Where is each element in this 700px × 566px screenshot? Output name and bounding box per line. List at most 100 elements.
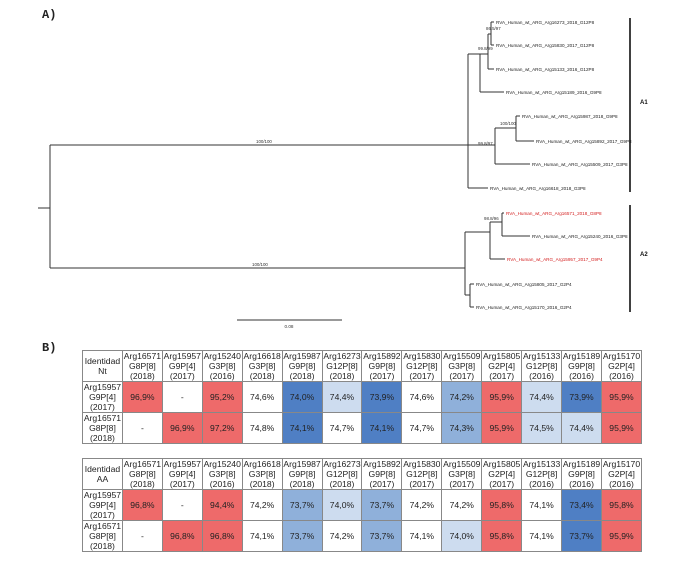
tree-leaf-label: RVA_Human_wt_ARG_Arg15240_2016_G3P8 [532, 234, 628, 239]
identity-cell: 74,7% [321, 412, 363, 444]
cell-line: G8P[8] [129, 361, 156, 371]
identity-cell: - [161, 489, 203, 521]
identity-cell: 96,9% [121, 381, 163, 413]
cell-line: Arg15830 [403, 351, 441, 362]
identity-cell: 74,0% [321, 489, 363, 521]
cell-line: (2018) [249, 479, 275, 489]
support-value-s1: 86.5/97 [486, 26, 501, 31]
cell-line: Arg15957 [163, 459, 201, 470]
cell-line: Arg16571 [83, 413, 122, 424]
cell-line: (2018) [289, 479, 315, 489]
identity-cell: 73,9% [561, 381, 602, 413]
tree-leaf-label: RVA_Human_wt_ARG_Arg15987_2018_G9P8 [522, 114, 618, 119]
cell-line: (2017) [90, 402, 115, 412]
cell-line: G9P[8] [568, 469, 595, 479]
identity-cell: 74,4% [561, 412, 602, 444]
cell-line: (2018) [129, 479, 155, 489]
identity-cell: 95,8% [600, 489, 643, 521]
cell-line: G2P[4] [608, 469, 635, 479]
support-value-s2: 99.8/99 [478, 46, 493, 51]
tree-leaf-label: RVA_Human_wt_ARG_Arg15509_2017_G3P8 [532, 162, 628, 167]
cell-line: (2018) [289, 371, 315, 381]
cell-line: Arg15805 [483, 351, 521, 362]
cell-line: (2017) [90, 510, 115, 520]
identity-cell: 74,4% [321, 381, 363, 413]
identity-cell: 73,7% [361, 489, 403, 521]
cell-line: Arg15240 [203, 351, 241, 362]
panel-a-label: A) [42, 8, 57, 22]
identity-cell: 74,0% [281, 381, 323, 413]
identity-cell: 74,3% [441, 412, 483, 444]
identity-cell: 73,9% [361, 381, 403, 413]
identity-cell: 73,7% [281, 489, 323, 521]
cell-line: Arg16618 [243, 351, 281, 362]
identity-cell: 96,8% [121, 489, 163, 521]
cell-line: G2P[4] [488, 469, 516, 479]
cell-line: G3P[8] [448, 361, 476, 371]
cell-line: Arg15509 [443, 351, 481, 362]
identity-cell: 96,8% [201, 520, 243, 552]
identity-cell: 74,2% [441, 381, 483, 413]
cell-line: Arg15957 [83, 490, 122, 501]
cluster-label-a2: A2 [640, 252, 648, 258]
cell-line: Arg16273 [323, 459, 361, 470]
cell-line: G8P[8] [129, 469, 156, 479]
cell-line: G9P[8] [288, 469, 316, 479]
cell-line: Arg15830 [403, 459, 441, 470]
cell-line: (2016) [569, 479, 594, 489]
identity-cell: 74,1% [521, 520, 563, 552]
tree-leaf-label: RVA_Human_wt_ARG_Arg15892_2017_G9P8 [536, 139, 632, 144]
cell-line: G3P[8] [448, 469, 476, 479]
cell-line: Arg15170 [602, 351, 641, 362]
cell-line: Arg15892 [363, 459, 401, 470]
cell-line: Arg15987 [283, 459, 321, 470]
cell-line: Nt [98, 366, 107, 376]
cell-line: (2018) [90, 541, 115, 551]
cell-line: G9P[4] [89, 392, 116, 402]
cell-line: Arg15240 [203, 459, 241, 470]
identity-cell: 96,9% [161, 412, 203, 444]
cell-line: (2016) [209, 371, 235, 381]
cell-line: G12P[8] [406, 361, 438, 371]
identity-cell: 74,2% [401, 489, 443, 521]
identity-cell: 73,4% [561, 489, 602, 521]
identity-cell: 95,9% [481, 412, 523, 444]
cell-line: Arg16273 [323, 351, 361, 362]
cell-line: Arg15189 [562, 459, 601, 470]
identity-cell: 74,2% [241, 489, 283, 521]
identity-cell: 74,1% [281, 412, 323, 444]
identity-cell: 74,1% [521, 489, 563, 521]
cell-line: G9P[8] [568, 361, 595, 371]
identity-cell: 74,7% [401, 412, 443, 444]
identity-cell: 74,1% [401, 520, 443, 552]
identity-cell: 73,7% [281, 520, 323, 552]
identity-cell: 74,4% [521, 381, 563, 413]
cell-line: G9P[4] [168, 361, 196, 371]
identity-cell: 74,1% [361, 412, 403, 444]
cell-line: Identidad [84, 356, 121, 366]
